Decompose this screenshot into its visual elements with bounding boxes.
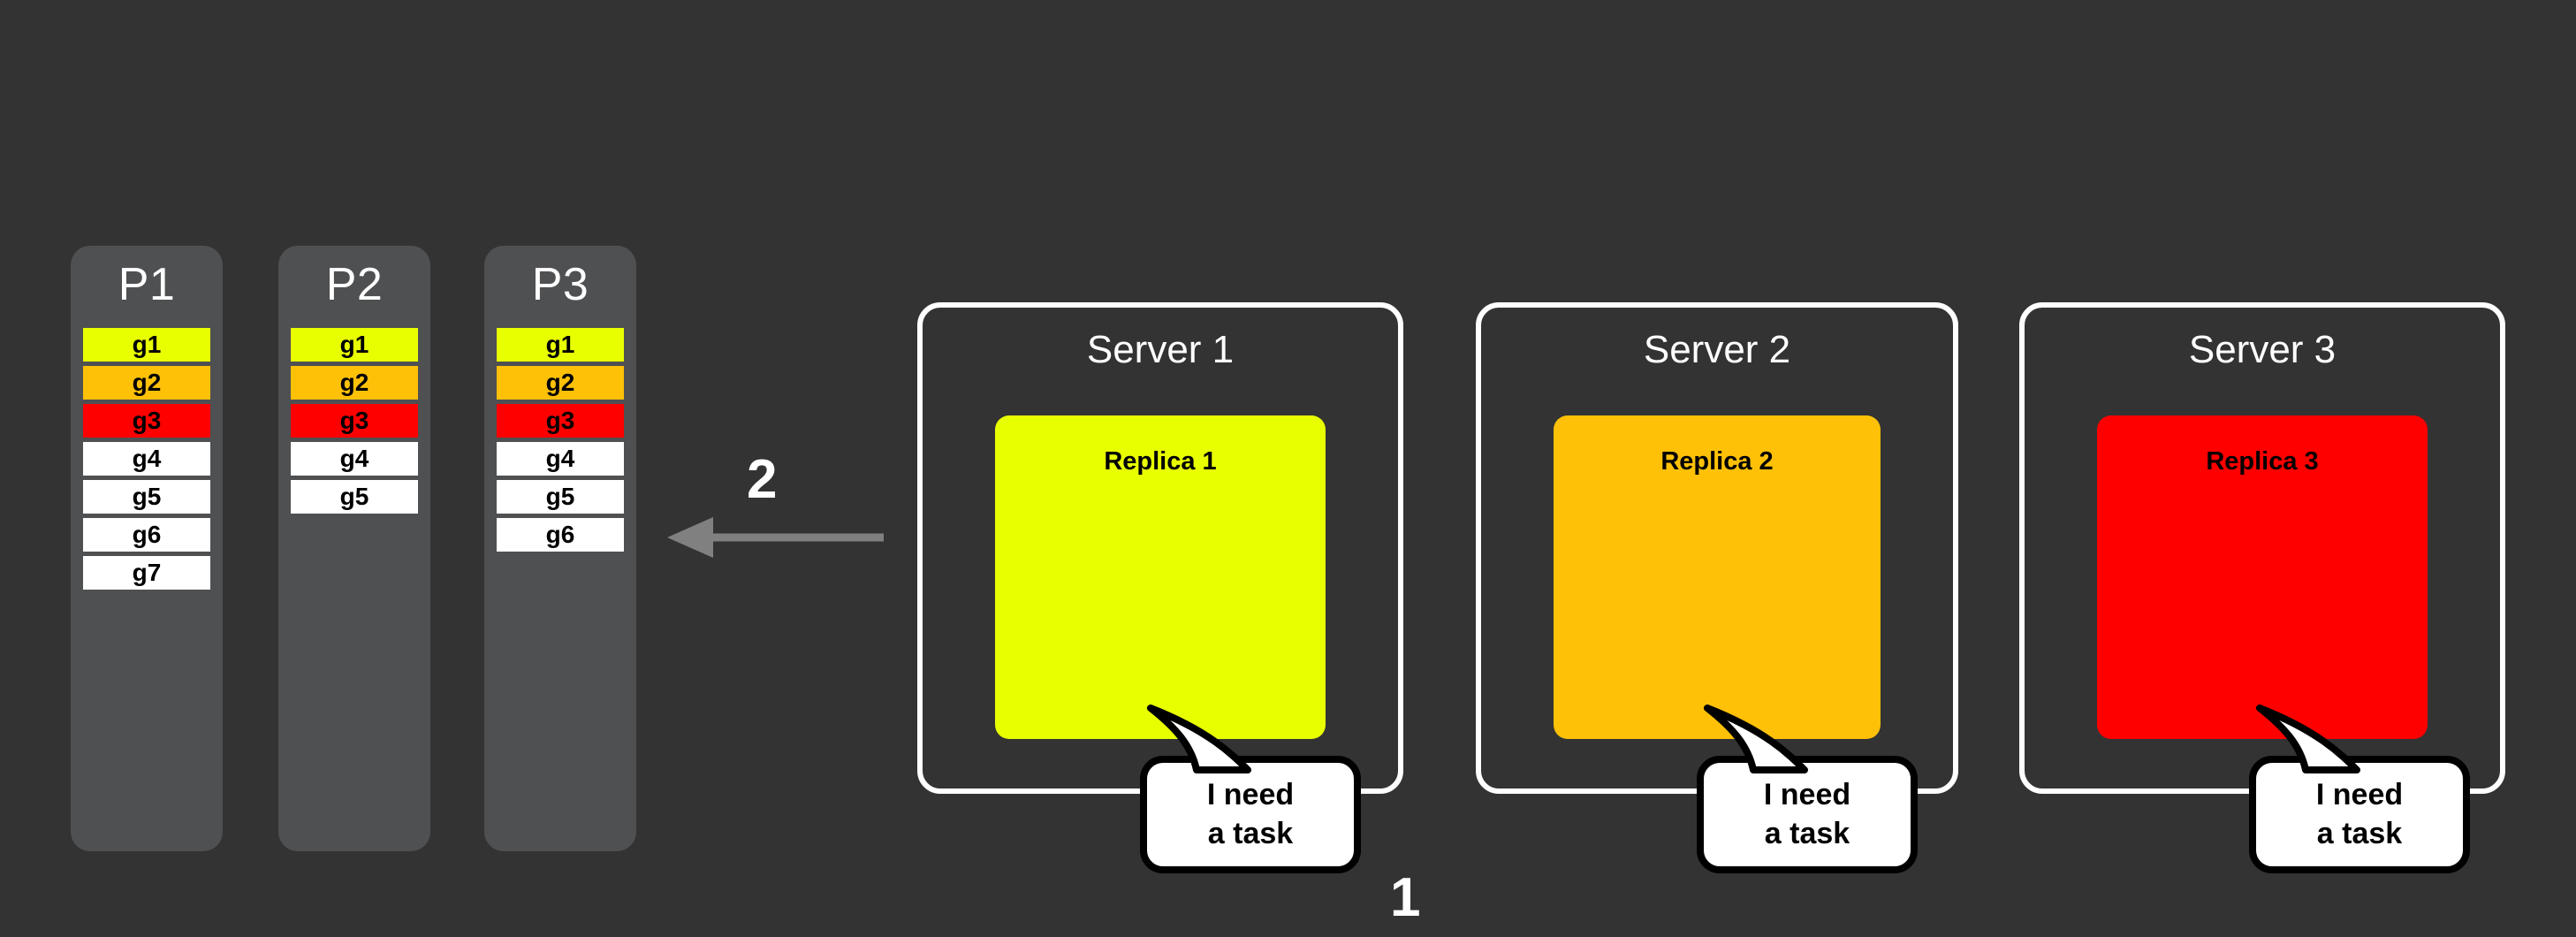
partition-column[interactable]: P1 g1 g2 g3 g4 g5 g6 g7: [71, 246, 223, 851]
task-chip[interactable]: g5: [291, 480, 418, 514]
task-chip[interactable]: g3: [497, 404, 624, 438]
partition-title: P1: [118, 259, 176, 310]
speech-bubble-line-1: I need: [1206, 777, 1295, 811]
task-chip[interactable]: g2: [83, 366, 210, 400]
partition-column[interactable]: P3 g1 g2 g3 g4 g5 g6: [484, 246, 636, 851]
task-list: g1 g2 g3 g4 g5: [291, 328, 418, 518]
speech-bubble-line-1: I need: [2315, 777, 2404, 811]
partition-title: P3: [531, 259, 589, 310]
task-chip[interactable]: g1: [83, 328, 210, 362]
task-chip[interactable]: g1: [291, 328, 418, 362]
task-chip[interactable]: g4: [83, 442, 210, 476]
server-title: Server 2: [1643, 328, 1791, 371]
task-chip[interactable]: g4: [497, 442, 624, 476]
speech-bubble-line-2: a task: [2316, 816, 2403, 850]
replica-box[interactable]: Replica 3: [2097, 415, 2428, 739]
replica-box[interactable]: Replica 2: [1554, 415, 1881, 739]
step-2-label: 2: [747, 449, 778, 510]
partition-title: P2: [325, 259, 384, 310]
task-assignment-arrow: [667, 517, 884, 558]
server-box[interactable]: Server 2 Replica 2: [1476, 302, 1958, 794]
server-box[interactable]: Server 3 Replica 3: [2019, 302, 2505, 794]
task-list: g1 g2 g3 g4 g5 g6: [497, 328, 624, 556]
task-chip[interactable]: g3: [83, 404, 210, 438]
speech-bubble-line-1: I need: [1763, 777, 1851, 811]
server-box[interactable]: Server 1 Replica 1: [917, 302, 1403, 794]
task-chip[interactable]: g2: [291, 366, 418, 400]
task-chip[interactable]: g1: [497, 328, 624, 362]
replica-label: Replica 1: [1104, 447, 1217, 476]
task-chip[interactable]: g6: [497, 518, 624, 552]
task-chip[interactable]: g6: [83, 518, 210, 552]
speech-bubble-line-2: a task: [1207, 816, 1294, 850]
server-title: Server 3: [2188, 328, 2337, 371]
task-chip[interactable]: g5: [497, 480, 624, 514]
task-chip[interactable]: g7: [83, 556, 210, 590]
partition-column[interactable]: P2 g1 g2 g3 g4 g5: [278, 246, 430, 851]
speech-bubble: I need a task: [1697, 705, 1918, 873]
speech-bubble: I need a task: [2249, 705, 2470, 873]
speech-bubble-line-2: a task: [1764, 816, 1850, 850]
server-title: Server 1: [1086, 328, 1235, 371]
step-1-label: 1: [1390, 867, 1421, 928]
replica-label: Replica 3: [2206, 447, 2319, 476]
task-chip[interactable]: g2: [497, 366, 624, 400]
task-chip[interactable]: g4: [291, 442, 418, 476]
task-chip[interactable]: g3: [291, 404, 418, 438]
left-arrow-icon: [667, 517, 884, 558]
replica-label: Replica 2: [1660, 447, 1774, 476]
speech-bubble: I need a task: [1140, 705, 1361, 873]
replica-box[interactable]: Replica 1: [995, 415, 1326, 739]
task-chip[interactable]: g5: [83, 480, 210, 514]
task-list: g1 g2 g3 g4 g5 g6 g7: [83, 328, 210, 594]
